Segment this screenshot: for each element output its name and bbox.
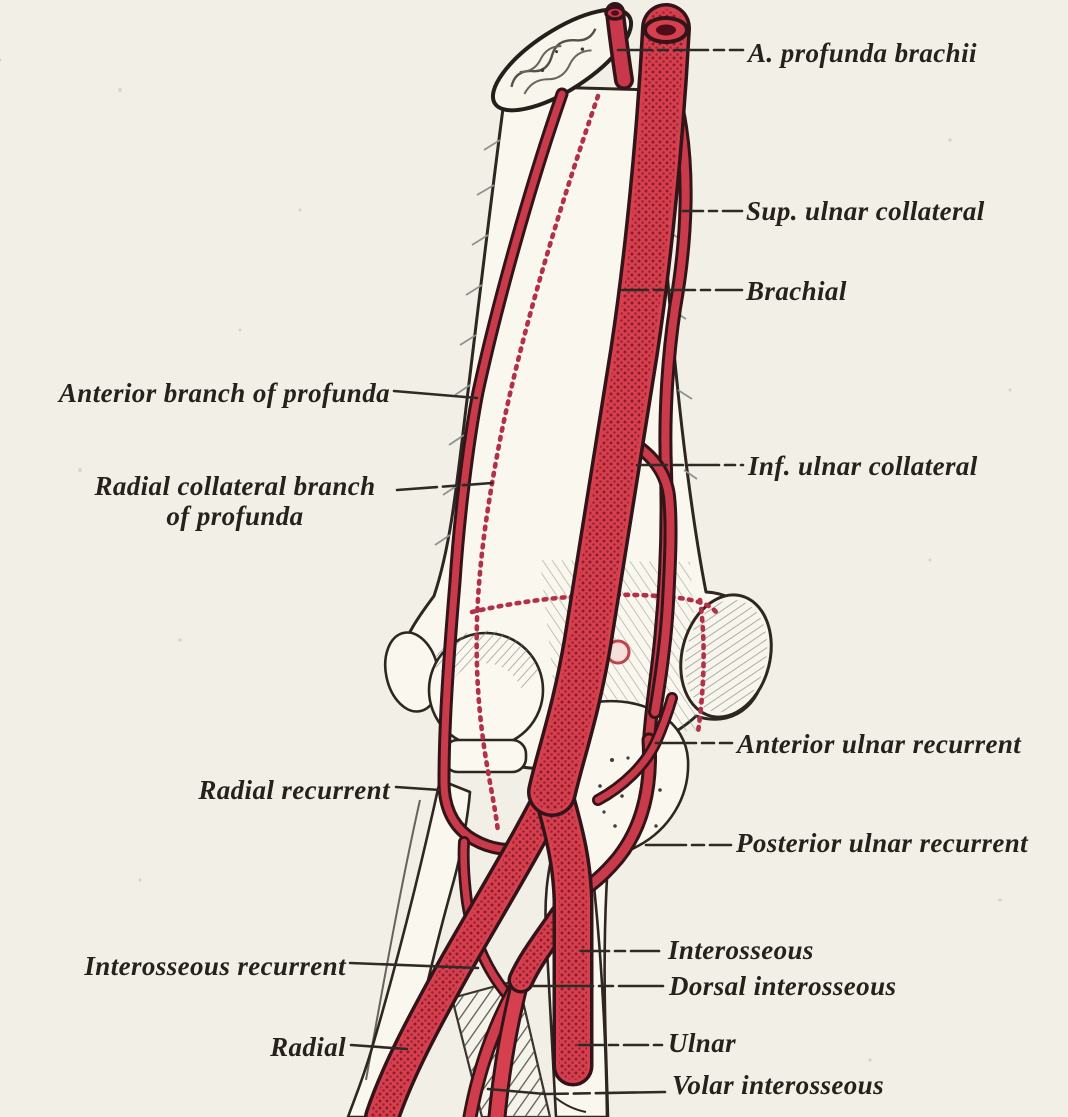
shaft-hatching [434, 139, 698, 546]
label-posterior-ulnar-recurrent: Posterior ulnar recurrent [736, 828, 1029, 858]
radius-inner-line [365, 799, 421, 1081]
leader-lines [348, 48, 745, 1096]
label-anterior-branch-of-profunda: Anterior branch of profunda [58, 378, 390, 408]
inf-ulnar-collateral-vessel [624, 436, 675, 716]
anterior-branch-profunda-vessel [440, 90, 566, 853]
label-radial-collateral-branch: Radial collateral branch of profunda [94, 471, 376, 532]
label-anterior-ulnar-recurrent: Anterior ulnar recurrent [737, 729, 1022, 759]
main-arteries [364, 2, 691, 1117]
paper-texture [0, 58, 1012, 1062]
interosseous-recurrent-vessel [460, 838, 516, 1004]
label-sup-ulnar-collateral: Sup. ulnar collateral [746, 196, 985, 226]
label-radial-recurrent: Radial recurrent [198, 775, 390, 805]
label-ulnar: Ulnar [668, 1028, 737, 1058]
radial-collateral-dotted-path [474, 93, 601, 835]
anastomosis-dotted-medial [695, 597, 706, 735]
dotted-vessels [469, 93, 719, 835]
label-interosseous: Interosseous [668, 935, 814, 965]
humerus-cut-end [490, 7, 634, 113]
label-inf-ulnar-collateral: Inf. ulnar collateral [748, 451, 978, 481]
label-interosseous-recurrent: Interosseous recurrent [84, 951, 346, 981]
label-brachial: Brachial [746, 276, 847, 306]
bone-line-below-ulnar [555, 1097, 587, 1113]
label-a-profunda-brachii: A. profunda brachii [748, 38, 977, 68]
label-dorsal-interosseous: Dorsal interosseous [669, 971, 897, 1001]
label-radial: Radial [270, 1032, 346, 1062]
capitulum-shading [432, 630, 540, 688]
label-volar-interosseous: Volar interosseous [672, 1070, 885, 1100]
profunda-brachii-vessel [608, 5, 631, 87]
radius-bone [346, 778, 472, 1117]
thin-vessels [437, 87, 693, 1117]
ulna-shaft-edge [592, 885, 609, 1117]
